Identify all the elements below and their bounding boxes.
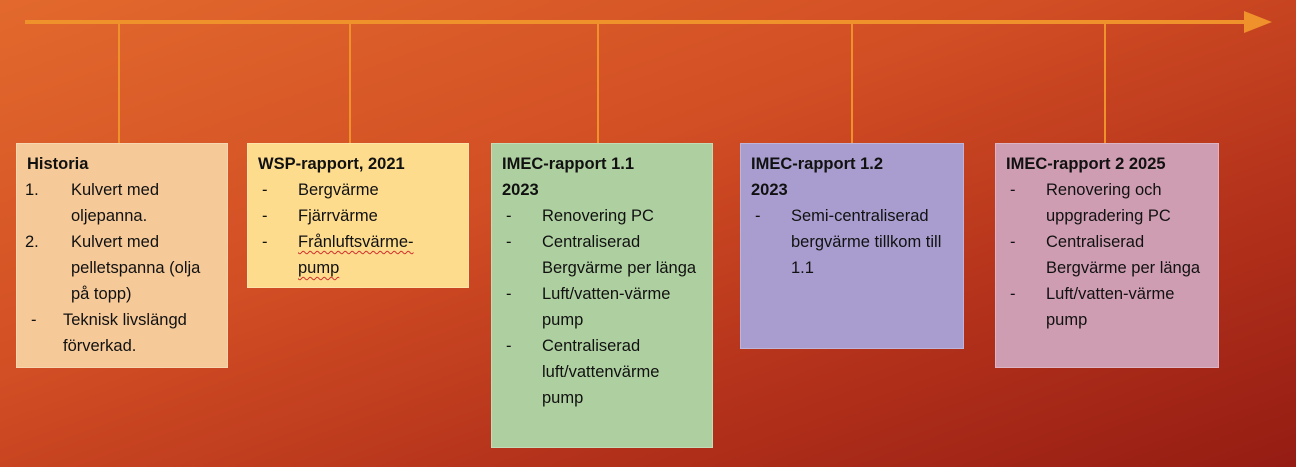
timeline-connector [597, 22, 599, 144]
list-item: -Teknisk livslängd förverkad. [31, 311, 187, 355]
list-item: -Renovering PC [506, 207, 654, 225]
box-title: IMEC-rapport 1.1 2023 [502, 155, 635, 199]
box-historia: Historia 1.Kulvert med oljepanna. 2.Kulv… [16, 143, 228, 368]
list-item: -Frånluftsvärme-pump [262, 233, 414, 277]
list-item: -Semi-centraliserad bergvärme tillkom ti… [755, 207, 942, 277]
timeline-connector [851, 22, 853, 144]
list-item: -Renovering och uppgradering PC [1010, 181, 1171, 225]
timeline-connector [1104, 22, 1106, 144]
list-item: -Fjärrvärme [262, 207, 378, 225]
list-item: -Bergvärme [262, 181, 379, 199]
box-title: IMEC-rapport 1.2 2023 [751, 155, 884, 199]
box-imec-rapport-1-2: IMEC-rapport 1.2 2023 -Semi-centralisera… [740, 143, 964, 349]
timeline-connector [118, 22, 120, 144]
box-imec-rapport-1-1: IMEC-rapport 1.1 2023 -Renovering PC -Ce… [491, 143, 713, 448]
list-item: -Centraliserad Bergvärme per länga [506, 233, 697, 277]
list-item: 1.Kulvert med oljepanna. [25, 181, 160, 225]
list-item: -Luft/vatten-värme pump [506, 285, 671, 329]
timeline-arrowhead [1244, 11, 1272, 33]
box-wsp-rapport: WSP-rapport, 2021 -Bergvärme -Fjärrvärme… [247, 143, 469, 288]
list-item: -Centraliserad Bergvärme per länga [1010, 233, 1201, 277]
list-item: 2.Kulvert med pelletspanna (olja på topp… [25, 233, 201, 303]
timeline-axis [25, 20, 1250, 24]
list-item: -Luft/vatten-värme pump [1010, 285, 1175, 329]
box-title: WSP-rapport, 2021 [258, 155, 405, 173]
timeline-connector [349, 22, 351, 144]
list-item: -Centraliserad luft/vattenvärme pump [506, 337, 660, 407]
box-title: Historia [27, 155, 89, 173]
box-imec-rapport-2: IMEC-rapport 2 2025 -Renovering och uppg… [995, 143, 1219, 368]
box-title: IMEC-rapport 2 2025 [1006, 155, 1166, 173]
